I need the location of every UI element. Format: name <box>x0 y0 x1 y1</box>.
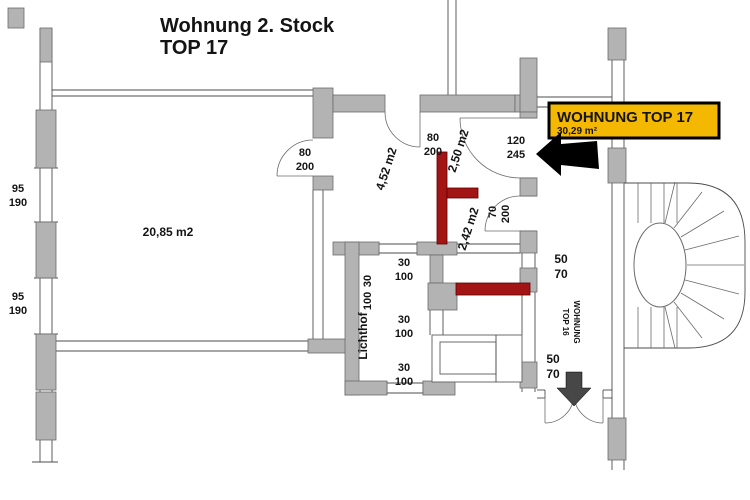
dim-door-entry-h: 245 <box>507 149 525 161</box>
stair-outline <box>624 182 746 349</box>
wall-segment <box>332 94 386 113</box>
shaft-rooms <box>431 334 523 383</box>
dim-door-entry-w: 120 <box>507 135 525 147</box>
door-arcs <box>276 111 604 424</box>
entry-arrow-icon <box>536 132 599 176</box>
dim-window-left-upper-h: 190 <box>9 197 27 209</box>
wall-segment <box>427 282 458 311</box>
dim-lw-bottom-w: 30 <box>398 362 410 374</box>
dim-door-cabinet-h: 200 <box>500 205 512 223</box>
dim-lw-mid-w: 30 <box>398 314 410 326</box>
entry-badge: WOHNUNG TOP 17 30,29 m² <box>547 101 721 140</box>
dim-door-main-h: 200 <box>296 161 314 173</box>
door-arc <box>276 139 314 177</box>
wall-segment <box>429 254 444 284</box>
wall-segment <box>7 7 25 29</box>
dim-right-lower-w: 50 <box>546 352 560 366</box>
dim-right-upper-w: 50 <box>554 252 568 266</box>
wall-segment <box>312 175 334 191</box>
neighbor-label-line1: WOHNUNG <box>572 300 581 343</box>
wall-segment <box>35 221 57 279</box>
dim-right-lower-h: 70 <box>546 367 560 381</box>
wall-segment <box>519 361 538 389</box>
badge-area: 30,29 m² <box>557 126 598 137</box>
dim-lw-top-w: 30 <box>398 257 410 269</box>
badge-title: WOHNUNG TOP 17 <box>557 109 693 126</box>
wall-segment <box>607 417 627 461</box>
wall-segment <box>39 27 53 63</box>
wall-segment <box>607 27 627 61</box>
stair-winder <box>673 191 703 229</box>
page-title-line2: TOP 17 <box>160 37 228 59</box>
stair-core <box>633 222 687 308</box>
wall-segment <box>344 380 388 396</box>
dim-door-hall-w: 80 <box>427 132 439 144</box>
labels: Wohnung 2. Stock TOP 17 95 190 95 190 20… <box>9 15 581 388</box>
page-title-line1: Wohnung 2. Stock <box>160 15 335 37</box>
room-label-main: 20,85 m2 <box>143 225 194 239</box>
stair-winder <box>664 181 676 224</box>
wall-segment <box>607 147 627 184</box>
dim-lw-mid-h: 100 <box>395 328 413 340</box>
neighbor-label-line2: TOP 16 <box>561 308 570 336</box>
highlight-wall <box>455 282 531 296</box>
down-arrow-icon <box>556 371 592 407</box>
shaft-room-inner <box>439 341 497 375</box>
wall-segment <box>519 57 538 113</box>
stair-winder <box>673 301 703 339</box>
dim-window-left-lower-w: 95 <box>12 291 24 303</box>
dim-lw-left-h: 100 <box>362 292 374 310</box>
stair-winder <box>684 235 740 251</box>
door-arc <box>384 111 421 148</box>
wall-segment <box>519 111 538 119</box>
dim-door-cabinet-w: 70 <box>487 206 499 218</box>
room-label-lightwell: Lichthof <box>356 311 370 359</box>
wall-segment <box>519 177 538 197</box>
dim-lw-top-h: 100 <box>395 271 413 283</box>
stair-winder <box>680 292 725 320</box>
dim-lw-bottom-h: 100 <box>395 376 413 388</box>
stair-winder <box>684 279 740 295</box>
highlight-wall <box>446 187 479 199</box>
badge-box <box>547 101 721 140</box>
staircase <box>624 181 746 349</box>
stair-winder <box>664 306 676 349</box>
dim-door-main-w: 80 <box>299 147 311 159</box>
wall-segment <box>35 109 57 169</box>
wall-segment <box>35 391 57 441</box>
wall-segment <box>35 333 57 391</box>
wall-segment <box>312 87 334 139</box>
wall-segment <box>419 94 516 113</box>
walls <box>7 7 627 461</box>
wall-segment <box>422 380 456 396</box>
dim-window-left-lower-h: 190 <box>9 305 27 317</box>
dim-lw-left-w: 30 <box>362 275 374 287</box>
door-arc <box>459 117 521 179</box>
dim-window-left-upper-w: 95 <box>12 183 24 195</box>
dim-right-upper-h: 70 <box>554 267 568 281</box>
dim-door-hall-h: 200 <box>424 146 442 158</box>
red-highlight-walls <box>436 151 531 296</box>
stair-winder <box>680 210 725 238</box>
door-arc <box>484 195 521 232</box>
wall-segment <box>519 230 538 254</box>
